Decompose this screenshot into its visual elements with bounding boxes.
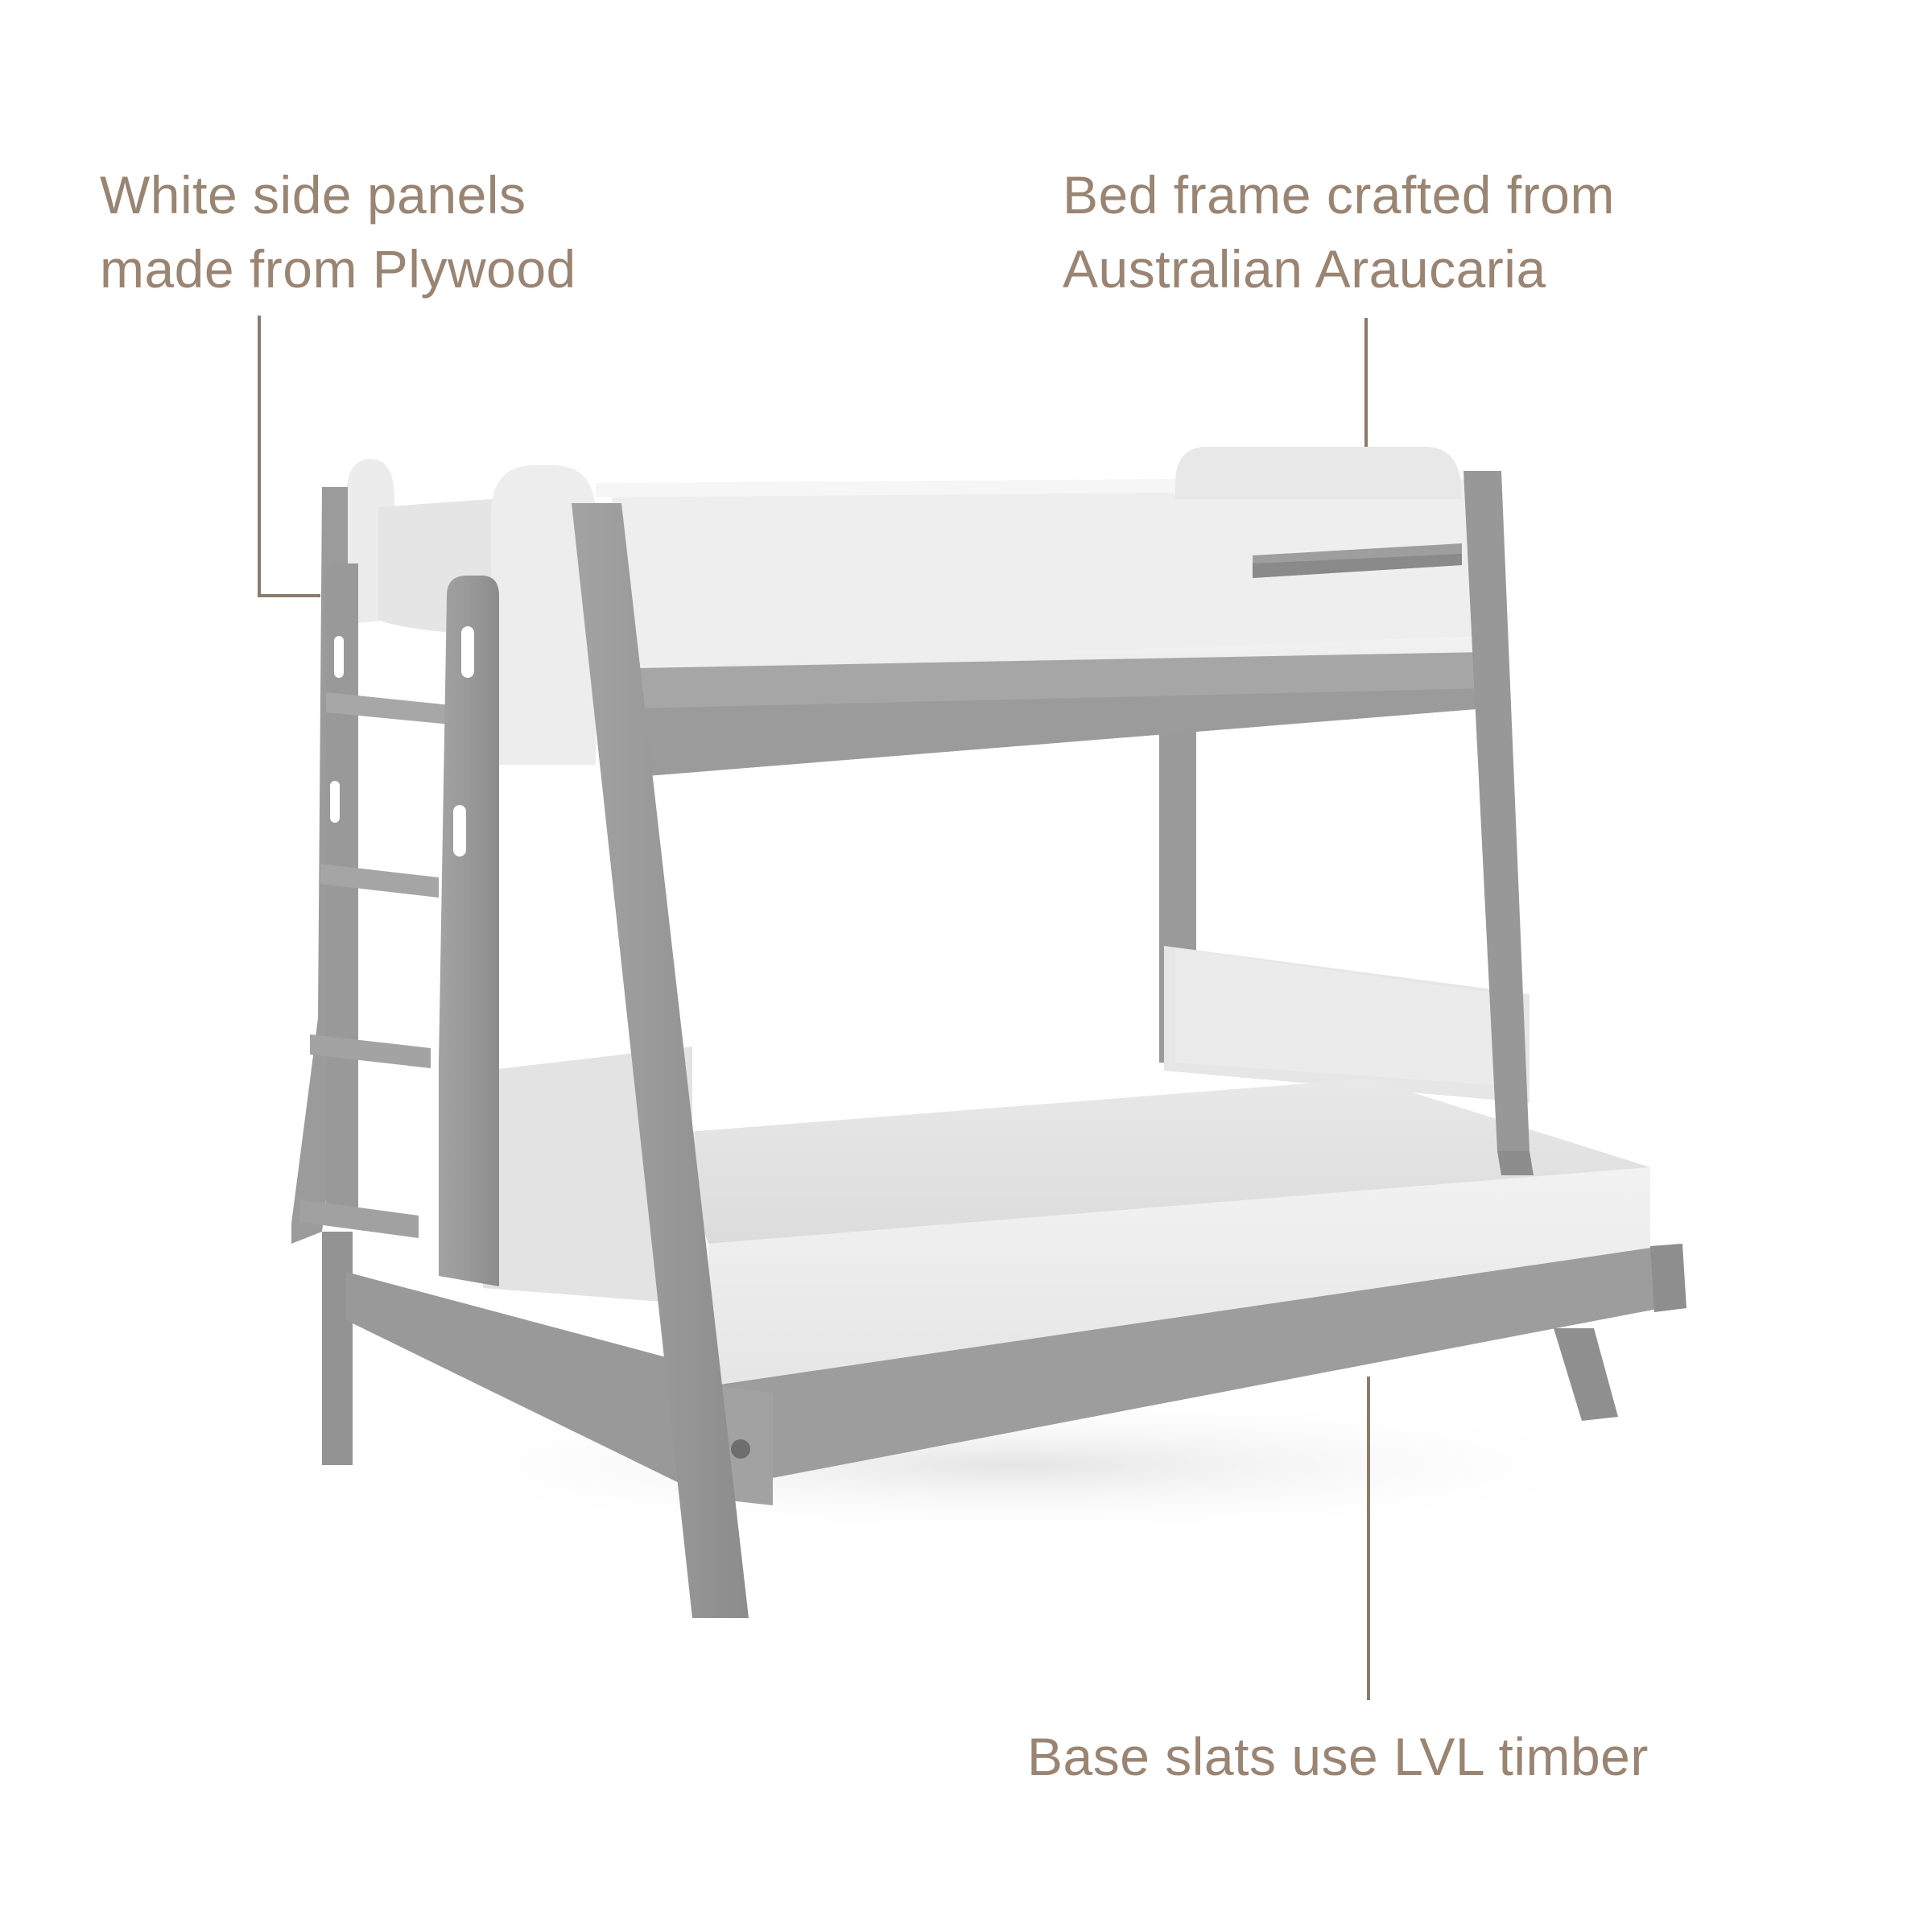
front-right-post [1463,471,1530,1151]
ladder-front-rail [439,576,499,1286]
lower-mattress-top [668,1079,1650,1244]
callout-plywood-panels: White side panels made from Plywood [100,158,576,306]
callout-plywood-line1: White side panels [100,165,526,225]
handhold-slot-rear-1 [334,636,344,678]
lower-front-rail-end [1650,1244,1686,1312]
callout-slats-line1: Base slats use LVL timber [1027,1727,1649,1786]
upper-head-panel [491,465,596,765]
callout-base-slats: Base slats use LVL timber [1027,1719,1649,1794]
upper-guard-rail-top [596,479,1175,497]
ladder-tread-1 [326,692,451,724]
back-lower-panel-face [1175,948,1520,1087]
ladder-tread-3 [310,1034,431,1068]
front-a-frame-post [572,503,749,1618]
callout-plywood-line2: made from Plywood [100,239,576,299]
lower-front-rail [692,1244,1682,1493]
corner-bolt [731,1439,750,1459]
callout-bed-frame: Bed frame crafted from Australian Arauca… [1063,158,1615,306]
ladder-tread-4 [299,1199,419,1238]
handhold-slot-1 [461,626,474,678]
front-right-post-lower [1497,1151,1534,1175]
lower-side-rail [346,1272,708,1497]
upper-front-rail-face [636,688,1485,777]
callout-frame-line1: Bed frame crafted from [1063,165,1615,225]
handhold-slot-2 [453,805,466,857]
callout-frame-line2: Australian Araucaria [1063,239,1546,299]
handhold-slot-rear-2 [330,781,340,823]
ladder-tread-2 [320,864,439,898]
leader-line-plywood [258,316,320,597]
upper-right-head-panel [1175,447,1461,499]
back-left-leg [322,1232,353,1465]
back-right-leg [1554,1328,1618,1421]
upper-guard-rail [612,479,1481,668]
upper-shelf-front [1253,554,1462,578]
